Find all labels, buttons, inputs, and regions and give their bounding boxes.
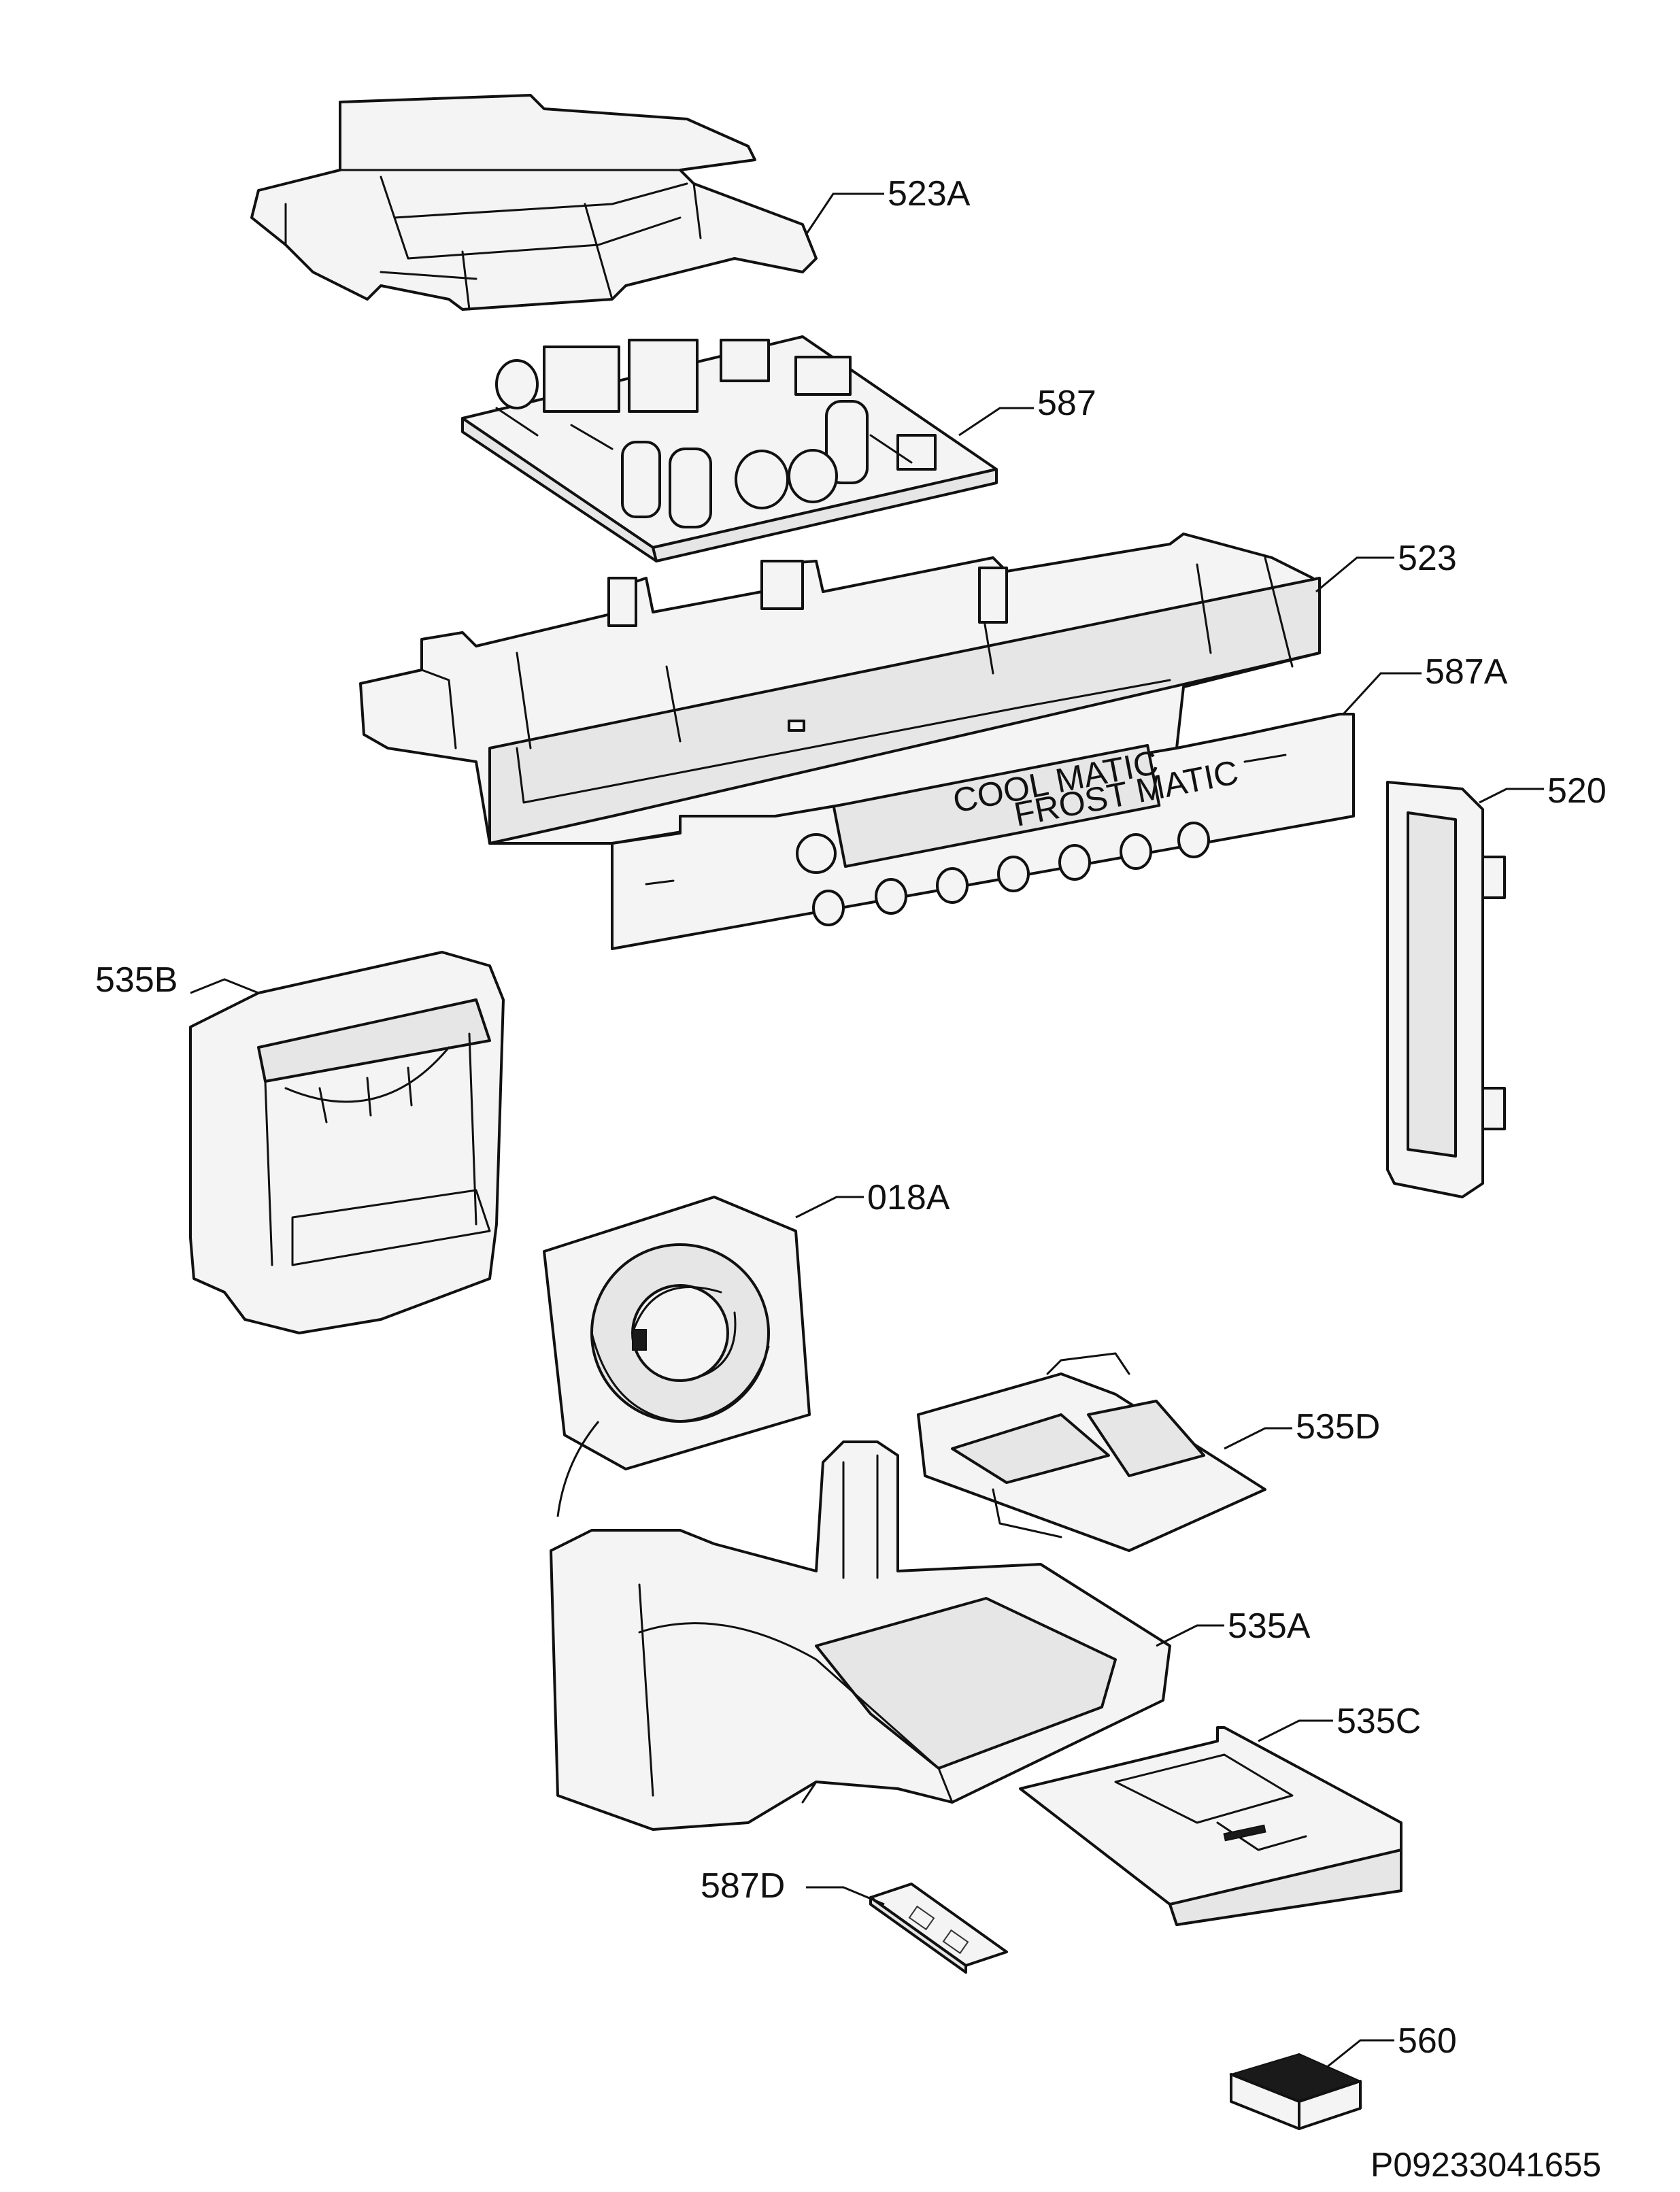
display-button bbox=[812, 890, 845, 926]
display-buttons bbox=[812, 822, 1210, 926]
capacitor-component bbox=[735, 450, 789, 509]
display-window bbox=[832, 743, 1161, 869]
sensor-component bbox=[908, 1905, 935, 1931]
tray-grip bbox=[1223, 1824, 1266, 1842]
label-523A: 523A bbox=[805, 174, 971, 235]
clip-523 bbox=[978, 567, 1008, 624]
part-520-side-cover bbox=[1386, 781, 1506, 1198]
part-535A-lower-housing bbox=[550, 1440, 1171, 1831]
fan-connector bbox=[632, 1329, 647, 1351]
callout-587A: 587A bbox=[1425, 652, 1508, 692]
label-587A: 587A bbox=[1342, 652, 1508, 715]
part-535B-duct-frame bbox=[189, 951, 505, 1334]
display-button bbox=[997, 856, 1030, 892]
label-535D: 535D bbox=[1224, 1407, 1380, 1450]
label-587D: 587D bbox=[701, 1866, 885, 1906]
sensor-component bbox=[942, 1929, 969, 1955]
callout-535A: 535A bbox=[1228, 1606, 1311, 1646]
connector-component bbox=[794, 356, 852, 396]
callout-587: 587 bbox=[1037, 384, 1096, 423]
label-523: 523 bbox=[1315, 539, 1457, 593]
capacitor-component bbox=[825, 400, 869, 484]
label-535C: 535C bbox=[1258, 1702, 1421, 1742]
capacitor-component bbox=[669, 448, 712, 528]
callout-523: 523 bbox=[1398, 539, 1457, 578]
chip-component bbox=[896, 434, 937, 471]
relay-component bbox=[628, 339, 699, 413]
callout-535C: 535C bbox=[1337, 1702, 1421, 1741]
capacitor-component bbox=[621, 441, 661, 518]
connector-component bbox=[720, 339, 770, 382]
display-button bbox=[875, 878, 907, 915]
callout-535B: 535B bbox=[95, 960, 178, 1000]
callout-587D: 587D bbox=[701, 1866, 785, 1906]
capacitor-component bbox=[788, 449, 838, 503]
transformer-component bbox=[543, 345, 620, 413]
part-018A-fan bbox=[543, 1196, 811, 1517]
part-587A-display-panel: COOL MATIC FROST MATIC bbox=[611, 713, 1355, 950]
label-535A: 535A bbox=[1156, 1606, 1311, 1647]
display-button bbox=[1120, 833, 1152, 870]
drawing-code: P09233041655 bbox=[1371, 2146, 1601, 2184]
clip-523 bbox=[760, 560, 804, 610]
part-523A-cover bbox=[250, 94, 818, 311]
display-button bbox=[1177, 822, 1210, 858]
part-587D-sensor-board bbox=[869, 1883, 1008, 1974]
display-button bbox=[936, 867, 969, 904]
label-520: 520 bbox=[1479, 771, 1607, 811]
callout-560: 560 bbox=[1398, 2021, 1457, 2061]
label-560: 560 bbox=[1326, 2021, 1457, 2069]
label-587: 587 bbox=[958, 384, 1096, 437]
callout-520: 520 bbox=[1547, 771, 1607, 811]
clip-520 bbox=[1481, 1087, 1506, 1130]
part-560-filter-block bbox=[1228, 2053, 1362, 2130]
callout-018A: 018A bbox=[867, 1178, 950, 1217]
slot-523 bbox=[788, 720, 805, 732]
part-535C-tray bbox=[1019, 1726, 1402, 1926]
display-button bbox=[1058, 844, 1091, 881]
part-523-housing bbox=[359, 533, 1321, 845]
label-535B: 535B bbox=[95, 960, 259, 1000]
callout-523A: 523A bbox=[888, 174, 971, 214]
capacitor-component bbox=[495, 359, 539, 409]
part-587-pcb bbox=[461, 335, 998, 562]
callout-535D: 535D bbox=[1296, 1407, 1380, 1447]
part-535D-flap-plate bbox=[917, 1352, 1266, 1552]
clip-523 bbox=[607, 577, 637, 627]
label-018A: 018A bbox=[795, 1178, 950, 1219]
clip-520 bbox=[1481, 856, 1506, 899]
display-knob bbox=[796, 833, 837, 874]
